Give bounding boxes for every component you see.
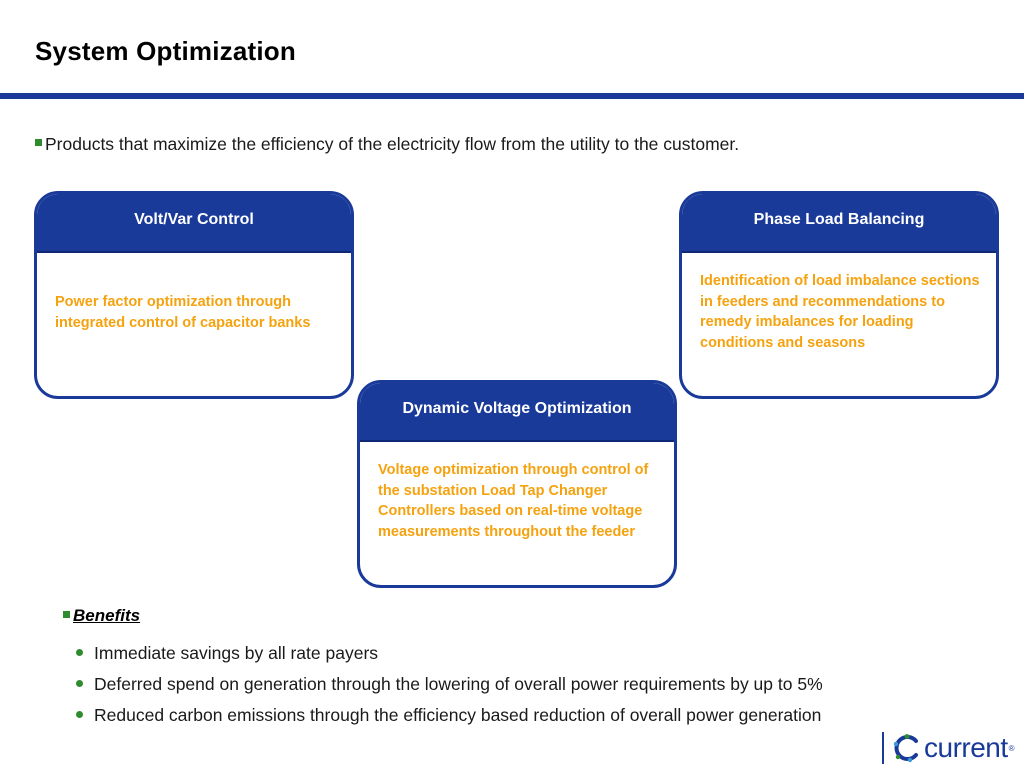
card-body: Power factor optimization through integr… (55, 294, 311, 331)
current-logo-mark-icon (893, 734, 918, 763)
intro-bullet: Products that maximize the efficiency of… (35, 134, 739, 155)
card-body: Identification of load imbalance section… (700, 273, 980, 351)
square-bullet-icon (35, 139, 42, 146)
card-volt-var-control: Volt/Var Control Power factor optimizati… (34, 191, 354, 399)
card-title: Dynamic Voltage Optimization (360, 383, 674, 442)
intro-text: Products that maximize the efficiency of… (45, 134, 740, 154)
header-divider (0, 93, 1024, 99)
round-bullet-icon (76, 680, 83, 687)
logo-wordmark: current (924, 732, 1008, 763)
round-bullet-icon (76, 711, 83, 718)
registered-mark: ® (1008, 743, 1015, 753)
card-body: Voltage optimization through control of … (378, 462, 649, 540)
card-dynamic-voltage-optimization: Dynamic Voltage Optimization Voltage opt… (357, 380, 677, 588)
list-item: Reduced carbon emissions through the eff… (74, 700, 823, 731)
list-item: Immediate savings by all rate payers (74, 638, 823, 669)
list-item-text: Immediate savings by all rate payers (94, 643, 379, 663)
card-title: Phase Load Balancing (682, 194, 996, 253)
card-title: Volt/Var Control (37, 194, 351, 253)
benefits-list: Immediate savings by all rate payers Def… (74, 638, 823, 731)
card-phase-load-balancing: Phase Load Balancing Identification of l… (679, 191, 999, 399)
benefits-heading: Benefits (63, 606, 140, 626)
list-item: Deferred spend on generation through the… (74, 669, 823, 700)
page-title: System Optimization (35, 36, 296, 66)
list-item-text: Reduced carbon emissions through the eff… (94, 705, 822, 725)
current-logo: current® (882, 730, 1015, 766)
logo-divider (882, 732, 884, 764)
list-item-text: Deferred spend on generation through the… (94, 674, 823, 694)
benefits-label: Benefits (73, 606, 141, 625)
round-bullet-icon (76, 649, 83, 656)
square-bullet-icon (63, 611, 70, 618)
